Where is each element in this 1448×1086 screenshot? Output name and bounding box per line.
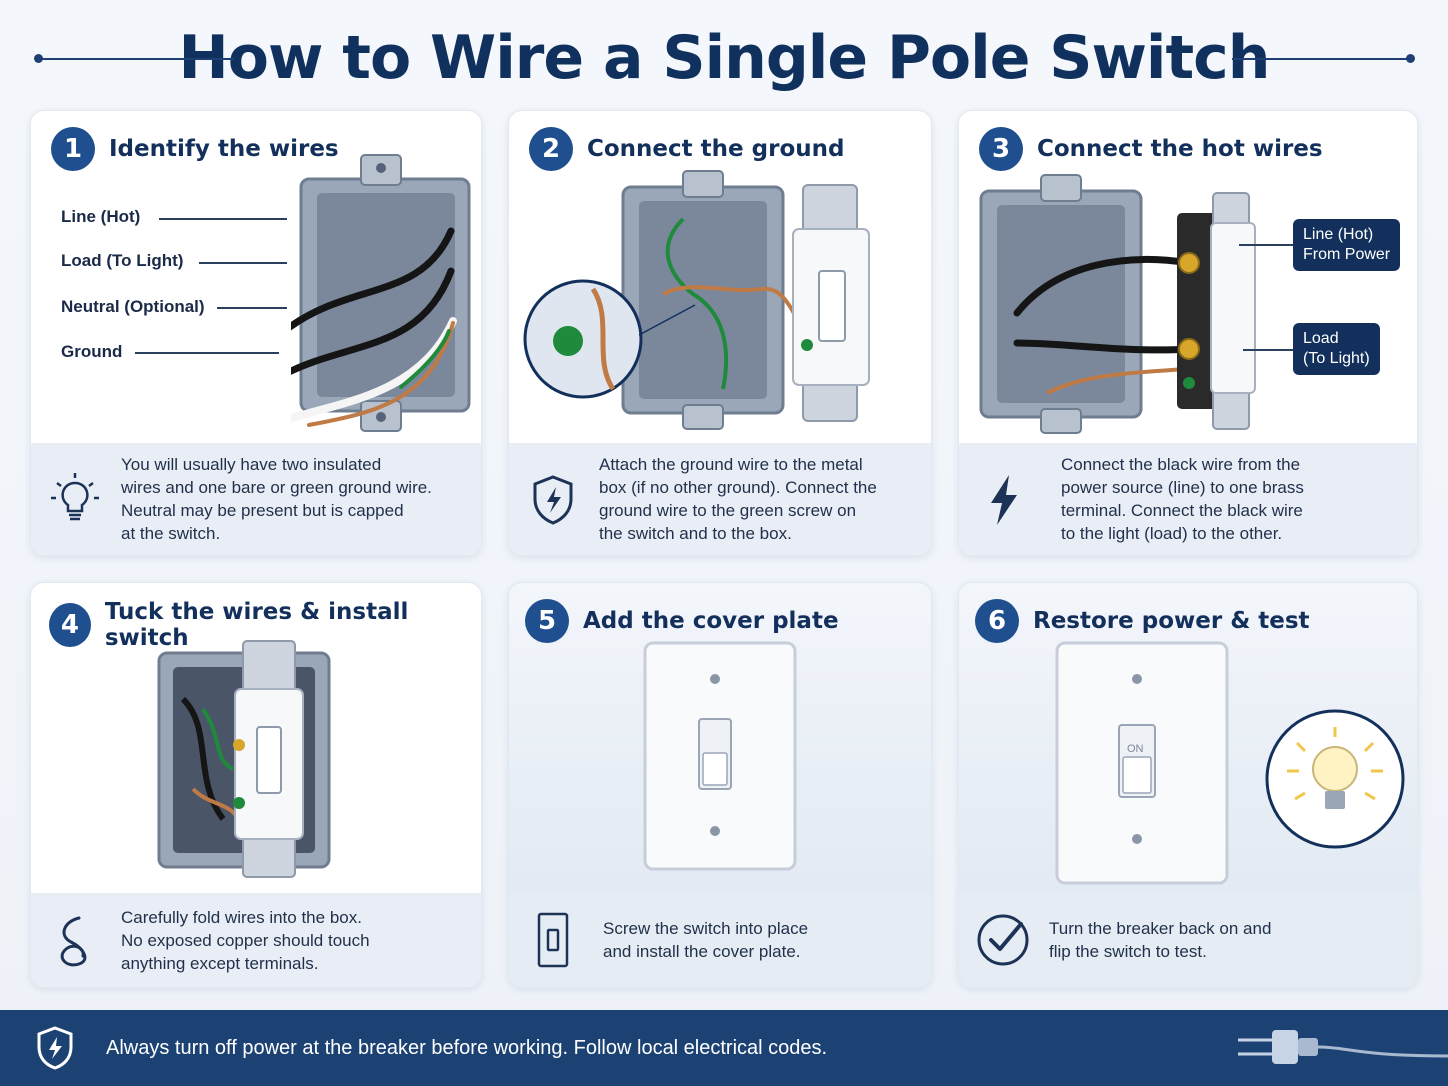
leader-line xyxy=(159,218,287,220)
leader-line xyxy=(135,352,279,354)
tag-line: (To Light) xyxy=(1303,350,1370,367)
step-card-5: 5 Add the cover plate Screw the switch i… xyxy=(508,582,932,988)
plug-icon xyxy=(1238,1030,1448,1064)
step-description: Screw the switch into place and install … xyxy=(603,917,824,963)
step-description-panel: You will usually have two insulated wire… xyxy=(31,443,481,555)
step-number-badge: 2 xyxy=(529,127,573,171)
step-card-2: 2 Connect the ground Attach the ground w… xyxy=(508,110,932,556)
description-line: and install the cover plate. xyxy=(603,942,801,961)
step-card-3: 3 Connect the hot wires Line (Hot) From … xyxy=(958,110,1418,556)
description-line: to the light (load) to the other. xyxy=(1061,524,1283,543)
load-tag: Load (To Light) xyxy=(1293,323,1380,375)
step-header: 4 Tuck the wires & install switch xyxy=(49,599,481,651)
switch-on-label: ON xyxy=(1127,743,1144,755)
step-description-panel: Carefully fold wires into the box. No ex… xyxy=(31,893,481,987)
installed-switch-illustration xyxy=(157,640,331,878)
line-hot-tag: Line (Hot) From Power xyxy=(1293,219,1401,271)
switch-plate-icon xyxy=(537,912,569,968)
wire-label-load: Load (To Light) xyxy=(61,251,184,270)
step-title: Connect the hot wires xyxy=(1037,136,1323,162)
title-row: How to Wire a Single Pole Switch xyxy=(0,18,1448,98)
description-line: No exposed copper should touch xyxy=(121,930,370,950)
safety-footer: Always turn off power at the breaker bef… xyxy=(0,1010,1448,1086)
step-number-badge: 4 xyxy=(49,603,91,647)
description-line: anything except terminals. xyxy=(121,953,319,973)
cover-plate-illustration xyxy=(643,641,797,871)
description-line: flip the switch to test. xyxy=(1049,942,1207,961)
leader-line xyxy=(217,307,287,309)
step-description: Attach the ground wire to the metal box … xyxy=(599,453,893,545)
description-line: terminal. Connect the black wire xyxy=(1061,501,1303,520)
description-line: Screw the switch into place xyxy=(603,919,809,938)
step-title: Tuck the wires & install switch xyxy=(104,599,409,651)
tag-line: Line (Hot) xyxy=(1303,226,1374,243)
leader-line xyxy=(1239,244,1293,246)
tag-line: Load xyxy=(1303,330,1339,347)
page-title: How to Wire a Single Pole Switch xyxy=(178,23,1271,93)
description-line: box (if no other ground). Connect the xyxy=(599,478,877,497)
tag-line: From Power xyxy=(1303,246,1391,263)
step-title: Add the cover plate xyxy=(583,608,839,634)
step-description: You will usually have two insulated wire… xyxy=(121,453,448,545)
lit-bulb-illustration xyxy=(1265,709,1405,849)
description-line: ground wire to the green screw on xyxy=(599,501,857,520)
leader-line xyxy=(1243,349,1293,351)
shield-bolt-icon xyxy=(37,1026,73,1070)
electrical-box-illustration xyxy=(291,154,471,432)
description-line: Neutral may be present but is capped xyxy=(121,501,404,520)
hot-wire-illustration xyxy=(979,174,1256,434)
wire-label-ground: Ground xyxy=(61,342,123,361)
step-description: Carefully fold wires into the box. No ex… xyxy=(121,906,386,975)
step-number-badge: 6 xyxy=(975,599,1019,643)
lightbulb-icon xyxy=(51,473,99,521)
description-line: Connect the black wire from the xyxy=(1061,455,1301,474)
step-number-badge: 1 xyxy=(51,127,95,171)
wire-label-line: Line (Hot) xyxy=(61,207,141,226)
step-description-panel: Connect the black wire from the power so… xyxy=(959,443,1417,555)
lightning-bolt-icon xyxy=(991,475,1017,525)
step-number-badge: 3 xyxy=(979,127,1023,171)
step-description-panel: Attach the ground wire to the metal box … xyxy=(509,443,931,555)
title-dot-right xyxy=(1406,54,1415,63)
title-divider-right xyxy=(1232,58,1410,60)
step-header: 6 Restore power & test xyxy=(975,599,1310,643)
step-description: Connect the black wire from the power so… xyxy=(1061,453,1320,545)
step-title: Identify the wires xyxy=(109,136,339,162)
title-divider-left xyxy=(38,58,234,60)
step-header: 5 Add the cover plate xyxy=(525,599,839,643)
step-title: Connect the ground xyxy=(587,136,845,162)
title-dot-left xyxy=(34,54,43,63)
description-line: wires and one bare or green ground wire. xyxy=(121,478,432,497)
step-card-4: 4 Tuck the wires & install switch Carefu… xyxy=(30,582,482,988)
restored-switch-illustration xyxy=(1055,641,1229,885)
safety-warning-text: Always turn off power at the breaker bef… xyxy=(106,1036,828,1059)
wire-label-neutral: Neutral (Optional) xyxy=(61,297,205,316)
description-line: You will usually have two insulated xyxy=(121,455,382,474)
ground-connection-illustration xyxy=(523,170,870,430)
step-card-1: 1 Identify the wires Line (Hot) Load (To… xyxy=(30,110,482,556)
step-header: 3 Connect the hot wires xyxy=(979,127,1323,171)
step-header: 1 Identify the wires xyxy=(51,127,339,171)
description-line: at the switch. xyxy=(121,524,221,543)
description-line: Turn the breaker back on and xyxy=(1049,919,1272,938)
step-description: Turn the breaker back on and flip the sw… xyxy=(1049,917,1287,963)
step-card-6: 6 Restore power & test ON Turn the break… xyxy=(958,582,1418,988)
step-header: 2 Connect the ground xyxy=(529,127,844,171)
step-number-badge: 5 xyxy=(525,599,569,643)
shield-bolt-icon xyxy=(533,475,573,525)
description-line: power source (line) to one brass xyxy=(1061,478,1304,497)
step-title: Restore power & test xyxy=(1033,608,1310,634)
coiled-wire-icon xyxy=(60,916,87,967)
leader-line xyxy=(199,262,287,264)
step-description-panel: Turn the breaker back on and flip the sw… xyxy=(959,893,1417,987)
check-circle-icon xyxy=(977,914,1029,966)
step-description-panel: Screw the switch into place and install … xyxy=(509,893,931,987)
description-line: Attach the ground wire to the metal xyxy=(599,455,863,474)
description-line: the switch and to the box. xyxy=(599,524,792,543)
description-line: Carefully fold wires into the box. xyxy=(121,907,362,927)
